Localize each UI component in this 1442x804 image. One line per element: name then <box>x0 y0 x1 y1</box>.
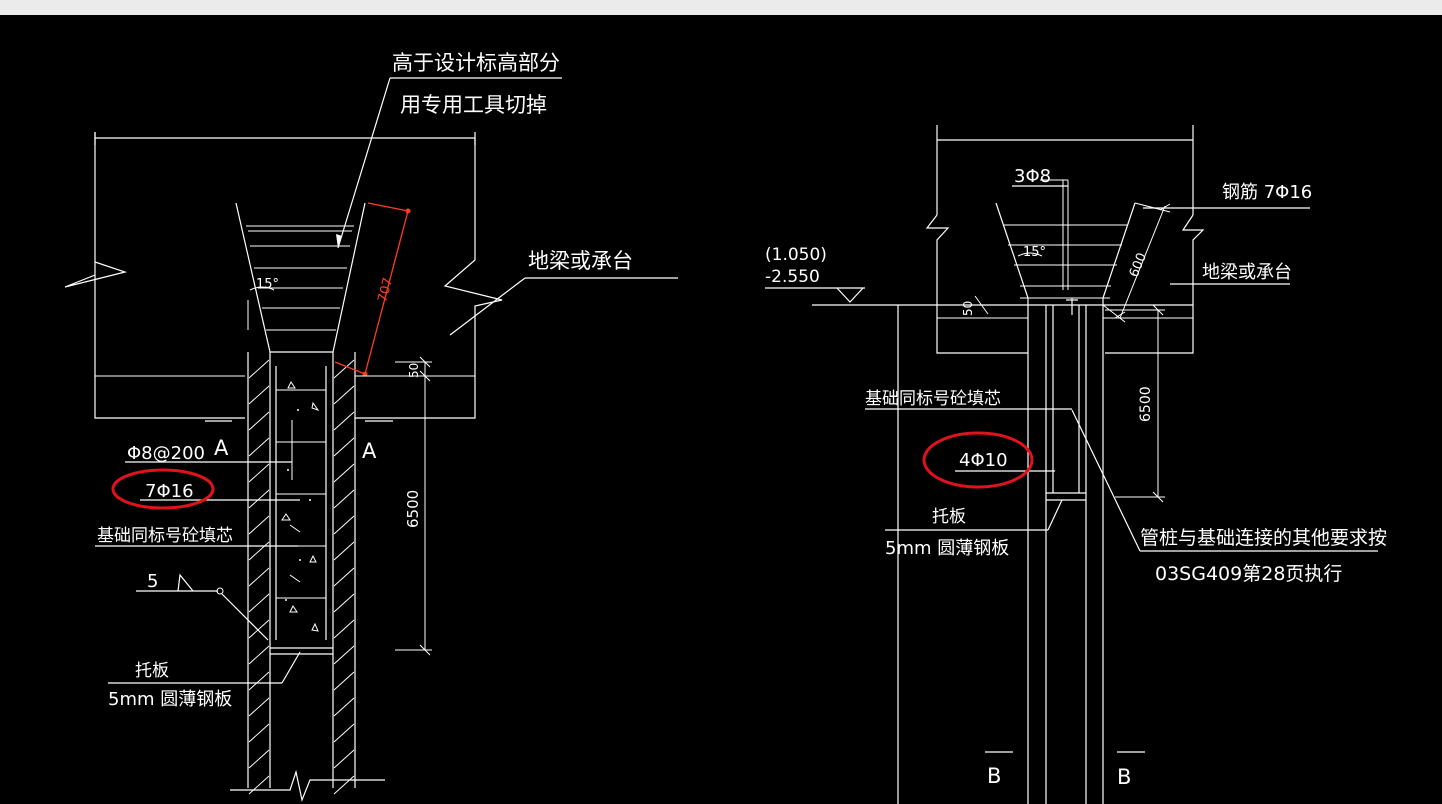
right-dim-600: 600 <box>1127 251 1150 280</box>
left-plate-label: 托板 <box>135 661 169 681</box>
right-bar-3phi8: 3Φ8 <box>1014 166 1051 187</box>
left-wall-hatch <box>248 359 355 795</box>
right-connect-note1: 管桩与基础连接的其他要求按 <box>1140 527 1387 549</box>
section-b-right: B <box>1117 765 1131 789</box>
right-pile-detail: 15° 3Φ8 钢筋 7Φ16 <box>765 125 1387 804</box>
top-toolbar-strip <box>0 0 1442 15</box>
right-plate-spec: 5mm 圆薄钢板 <box>885 538 1009 559</box>
left-dim-6500: 6500 <box>404 490 422 528</box>
left-highlight-ellipse <box>111 468 215 510</box>
left-top-note-leader <box>336 77 562 249</box>
section-a-right: A <box>362 439 377 463</box>
right-funnel <box>995 202 1136 299</box>
right-pile <box>1027 179 1104 804</box>
right-rebar-4phi10: 4Φ10 <box>959 450 1008 471</box>
left-cap-outline <box>64 132 503 419</box>
left-stirrup-label: Φ8@200 <box>127 443 205 464</box>
right-elev-2: -2.550 <box>765 267 820 287</box>
left-pile <box>230 351 385 803</box>
left-dimension-6500 <box>360 356 432 656</box>
right-elev-1: (1.050) <box>765 245 827 265</box>
right-plate-label: 托板 <box>932 507 966 527</box>
section-b-left: B <box>987 764 1001 788</box>
right-dim-50: 50 <box>961 301 975 316</box>
right-highlight-ellipse <box>922 431 1034 489</box>
right-fill-note: 基础同标号砼填芯 <box>865 389 1001 409</box>
left-beam-label: 地梁或承台 <box>528 249 633 273</box>
right-connect-note2: 03SG409第28页执行 <box>1155 563 1342 585</box>
right-angle-label: 15° <box>1023 245 1046 260</box>
left-note-line1: 高于设计标高部分 <box>392 51 560 75</box>
right-rebar-label: 钢筋 7Φ16 <box>1222 182 1312 203</box>
left-weld-symbol <box>136 573 269 641</box>
left-plate-spec: 5mm 圆薄钢板 <box>108 689 232 710</box>
left-fill-note: 基础同标号砼填芯 <box>97 526 233 546</box>
right-dimension-6500 <box>1105 304 1165 503</box>
left-rebar-7phi16: 7Φ16 <box>145 481 194 502</box>
right-dim-6500: 6500 <box>1138 386 1154 422</box>
left-weld-size: 5 <box>147 571 158 592</box>
left-angle-label: 15° <box>256 277 279 292</box>
left-dim-707: 707 <box>375 276 396 304</box>
left-pile-detail: 高于设计标高部分 用专用工具切掉 地梁或承台 15° 707 50 <box>64 51 678 803</box>
left-dim-50: 50 <box>407 363 421 378</box>
right-beam-label: 地梁或承台 <box>1202 262 1292 283</box>
left-funnel <box>235 202 366 353</box>
left-note-line2: 用专用工具切掉 <box>400 93 547 117</box>
section-a-left: A <box>214 436 229 460</box>
right-dimension-600 <box>1102 202 1171 323</box>
left-dimension-707 <box>334 202 411 377</box>
cad-drawing-canvas[interactable]: 高于设计标高部分 用专用工具切掉 地梁或承台 15° 707 50 <box>0 15 1442 804</box>
